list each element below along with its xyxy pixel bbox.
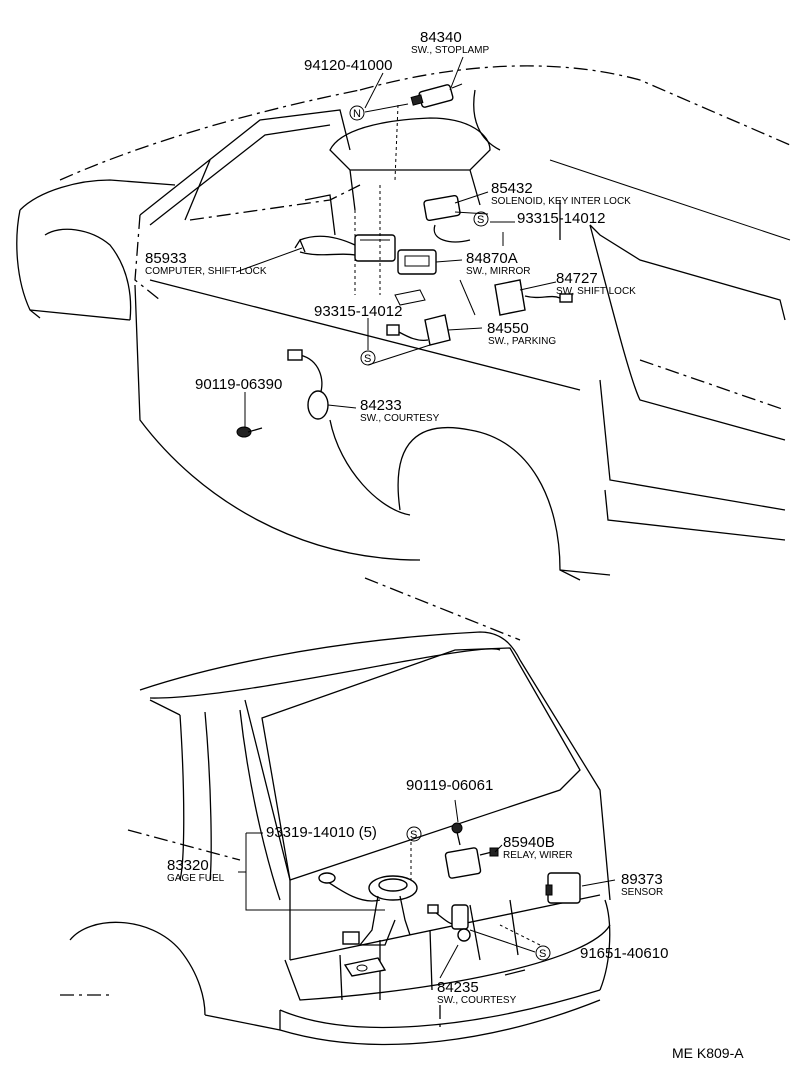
- part-desc-84340: SW., STOPLAMP: [411, 45, 489, 56]
- part-number-84233: 84233: [360, 397, 402, 414]
- part-number-93315-14012-a: 93315-14012: [517, 210, 605, 227]
- bottom-vehicle-outline: [60, 577, 611, 1046]
- courtesy-switch-bottom-part: [427, 904, 471, 942]
- part-number-84727: 84727: [556, 270, 598, 287]
- stoplamp-switch-part: [410, 83, 463, 108]
- screw-part-bottom: [451, 822, 463, 846]
- callout-93315-b: 93315-14012 S: [314, 303, 402, 366]
- callout-90119-06390: 90119-06390: [195, 376, 282, 393]
- bottom-parts: [318, 822, 581, 977]
- sensor-part: [545, 872, 581, 904]
- part-desc-84235: SW., COURTESY: [437, 995, 517, 1006]
- part-desc-85933: COMPUTER, SHIFT LOCK: [145, 266, 267, 277]
- part-number-84870A: 84870A: [466, 250, 518, 267]
- part-number-93319-14010: 93319-14010 (5): [266, 824, 377, 841]
- part-desc-84550: SW., PARKING: [488, 336, 556, 347]
- callout-85933: 85933 COMPUTER, SHIFT LOCK: [145, 250, 267, 277]
- mirror-switch-part: [397, 249, 437, 275]
- part-desc-89373: SENSOR: [621, 887, 663, 898]
- key-interlock-solenoid-part: [423, 194, 471, 243]
- courtesy-switch-top-part: [287, 349, 329, 420]
- part-desc-85940B: RELAY, WIRER: [503, 850, 573, 861]
- figure-code: ME K809-A: [672, 1045, 744, 1061]
- callout-84870A: 84870A SW., MIRROR: [466, 250, 530, 277]
- callout-84727: 84727 SW, SHIFT LOCK: [556, 270, 636, 297]
- part-number-94120-41000: 94120-41000: [304, 57, 392, 74]
- bottom-leader-lines: [238, 799, 616, 979]
- parking-switch-part: [386, 314, 451, 346]
- fuel-gage-part: [318, 872, 418, 977]
- callout-93319: 93319-14010 (5) S: [266, 824, 422, 842]
- part-desc-84727: SW, SHIFT LOCK: [556, 286, 636, 297]
- part-number-85940B: 85940B: [503, 834, 555, 851]
- marker-s-circle: [360, 350, 376, 366]
- marker-s-label: S: [410, 829, 417, 841]
- callout-91651: S 91651-40610: [535, 945, 668, 962]
- part-number-84340: 84340: [420, 29, 462, 46]
- part-number-90119-06061: 90119-06061: [406, 777, 493, 794]
- top-leader-lines: [235, 56, 557, 428]
- marker-s-circle: [473, 211, 489, 227]
- part-number-91651-40610: 91651-40610: [580, 945, 668, 962]
- callout-84550: 84550 SW., PARKING: [487, 320, 556, 347]
- part-number-85933: 85933: [145, 250, 187, 267]
- part-desc-83320: GAGE FUEL: [167, 873, 225, 884]
- callout-90119-06061: 90119-06061: [406, 777, 493, 794]
- top-parts: [236, 83, 573, 438]
- screw-part-top: [236, 426, 263, 438]
- callout-85940B: 85940B RELAY, WIRER: [503, 834, 573, 861]
- part-number-84550: 84550: [487, 320, 529, 337]
- part-desc-84233: SW., COURTESY: [360, 413, 440, 424]
- callout-94120: 94120-41000 N: [304, 57, 392, 121]
- callout-84340: 84340 SW., STOPLAMP: [411, 29, 489, 56]
- callout-93315-a: S 93315-14012: [473, 210, 605, 227]
- wiper-relay-part: [444, 847, 499, 879]
- callout-89373: 89373 SENSOR: [621, 871, 663, 898]
- callout-85432: 85432 SOLENOID, KEY INTER LOCK: [491, 180, 631, 207]
- top-vehicle-outline: [16, 65, 791, 581]
- part-number-90119-06390: 90119-06390: [195, 376, 282, 393]
- callout-83320: 83320 GAGE FUEL: [167, 857, 225, 884]
- marker-s-label: S: [539, 948, 546, 960]
- marker-n-label: N: [353, 108, 361, 120]
- marker-s-circle: [535, 945, 551, 961]
- part-number-93315-14012-b: 93315-14012: [314, 303, 402, 320]
- part-desc-84870A: SW., MIRROR: [466, 266, 530, 277]
- part-number-84235: 84235: [437, 979, 479, 996]
- part-number-85432: 85432: [491, 180, 533, 197]
- marker-s-circle: [406, 826, 422, 842]
- part-number-89373: 89373: [621, 871, 663, 888]
- shift-lock-switch-part: [494, 279, 573, 316]
- marker-n-circle: [349, 105, 365, 121]
- marker-s-label: S: [477, 214, 484, 226]
- part-desc-85432: SOLENOID, KEY INTER LOCK: [491, 196, 631, 207]
- marker-s-label: S: [364, 353, 371, 365]
- callout-84235: 84235 SW., COURTESY: [437, 979, 517, 1006]
- shift-lock-computer-part: [294, 234, 396, 262]
- callout-84233: 84233 SW., COURTESY: [360, 397, 440, 424]
- part-number-83320: 83320: [167, 857, 209, 874]
